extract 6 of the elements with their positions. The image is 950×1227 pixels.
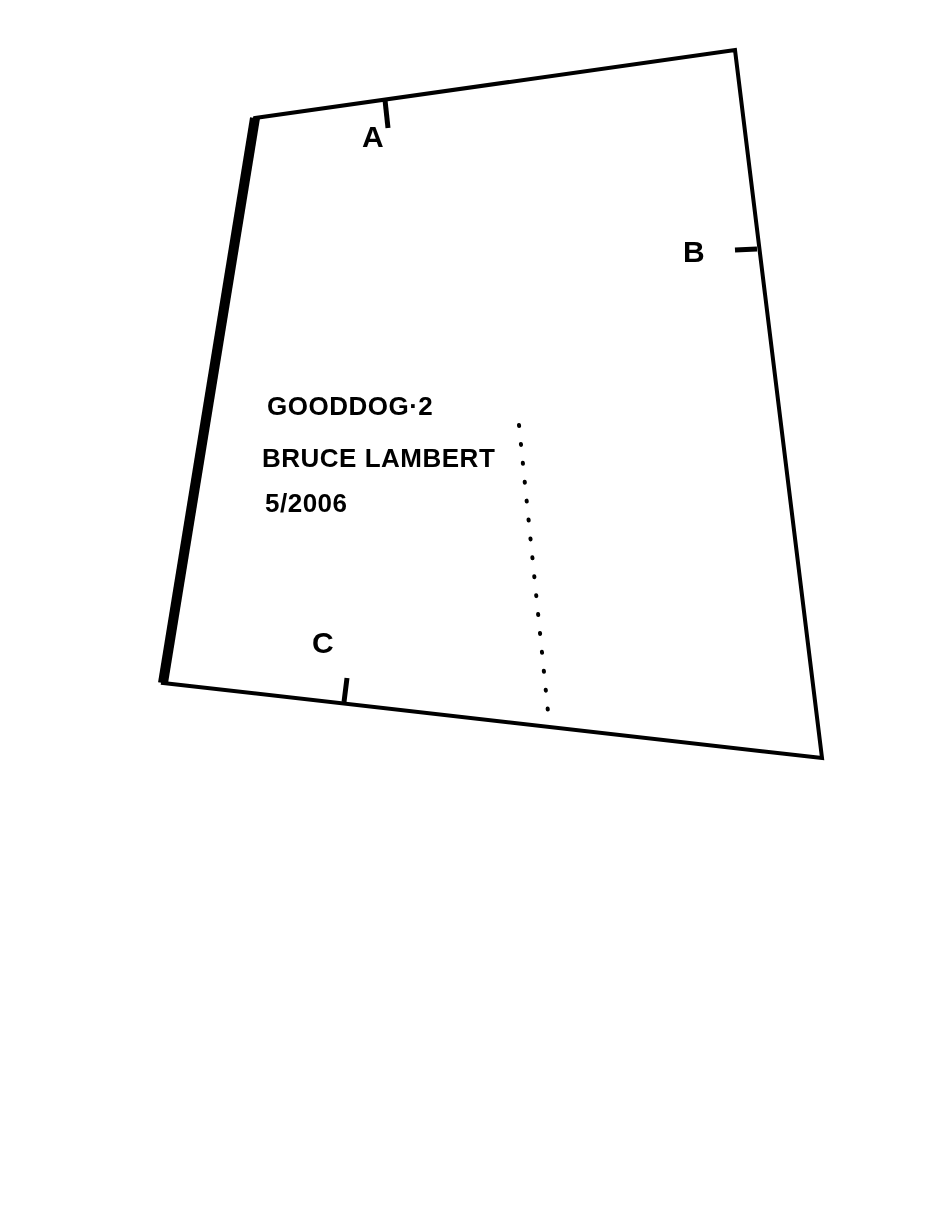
point-label: B [683, 237, 705, 267]
point-label: A [362, 122, 384, 152]
handwritten-text: 5/2006 [265, 490, 348, 516]
handwritten-text: GOODDOG·2 [267, 393, 434, 419]
point-label: C [312, 628, 334, 658]
handwritten-text: BRUCE LAMBERT [262, 445, 496, 471]
